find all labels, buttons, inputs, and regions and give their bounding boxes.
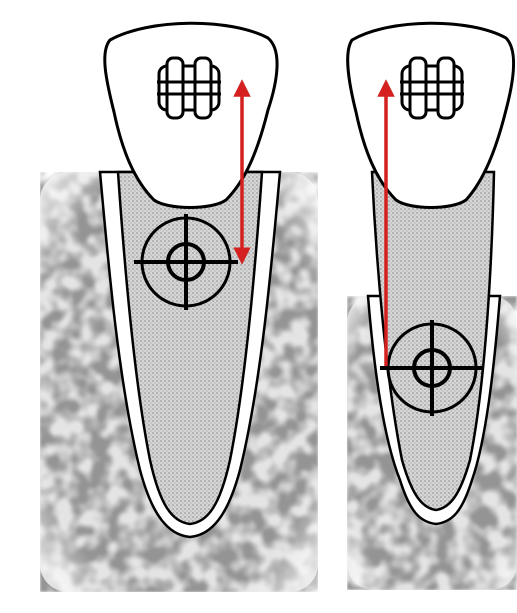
left-panel — [40, 23, 318, 592]
right-panel — [347, 23, 517, 590]
bracket-icon — [400, 58, 464, 118]
bracket-icon — [157, 58, 221, 118]
